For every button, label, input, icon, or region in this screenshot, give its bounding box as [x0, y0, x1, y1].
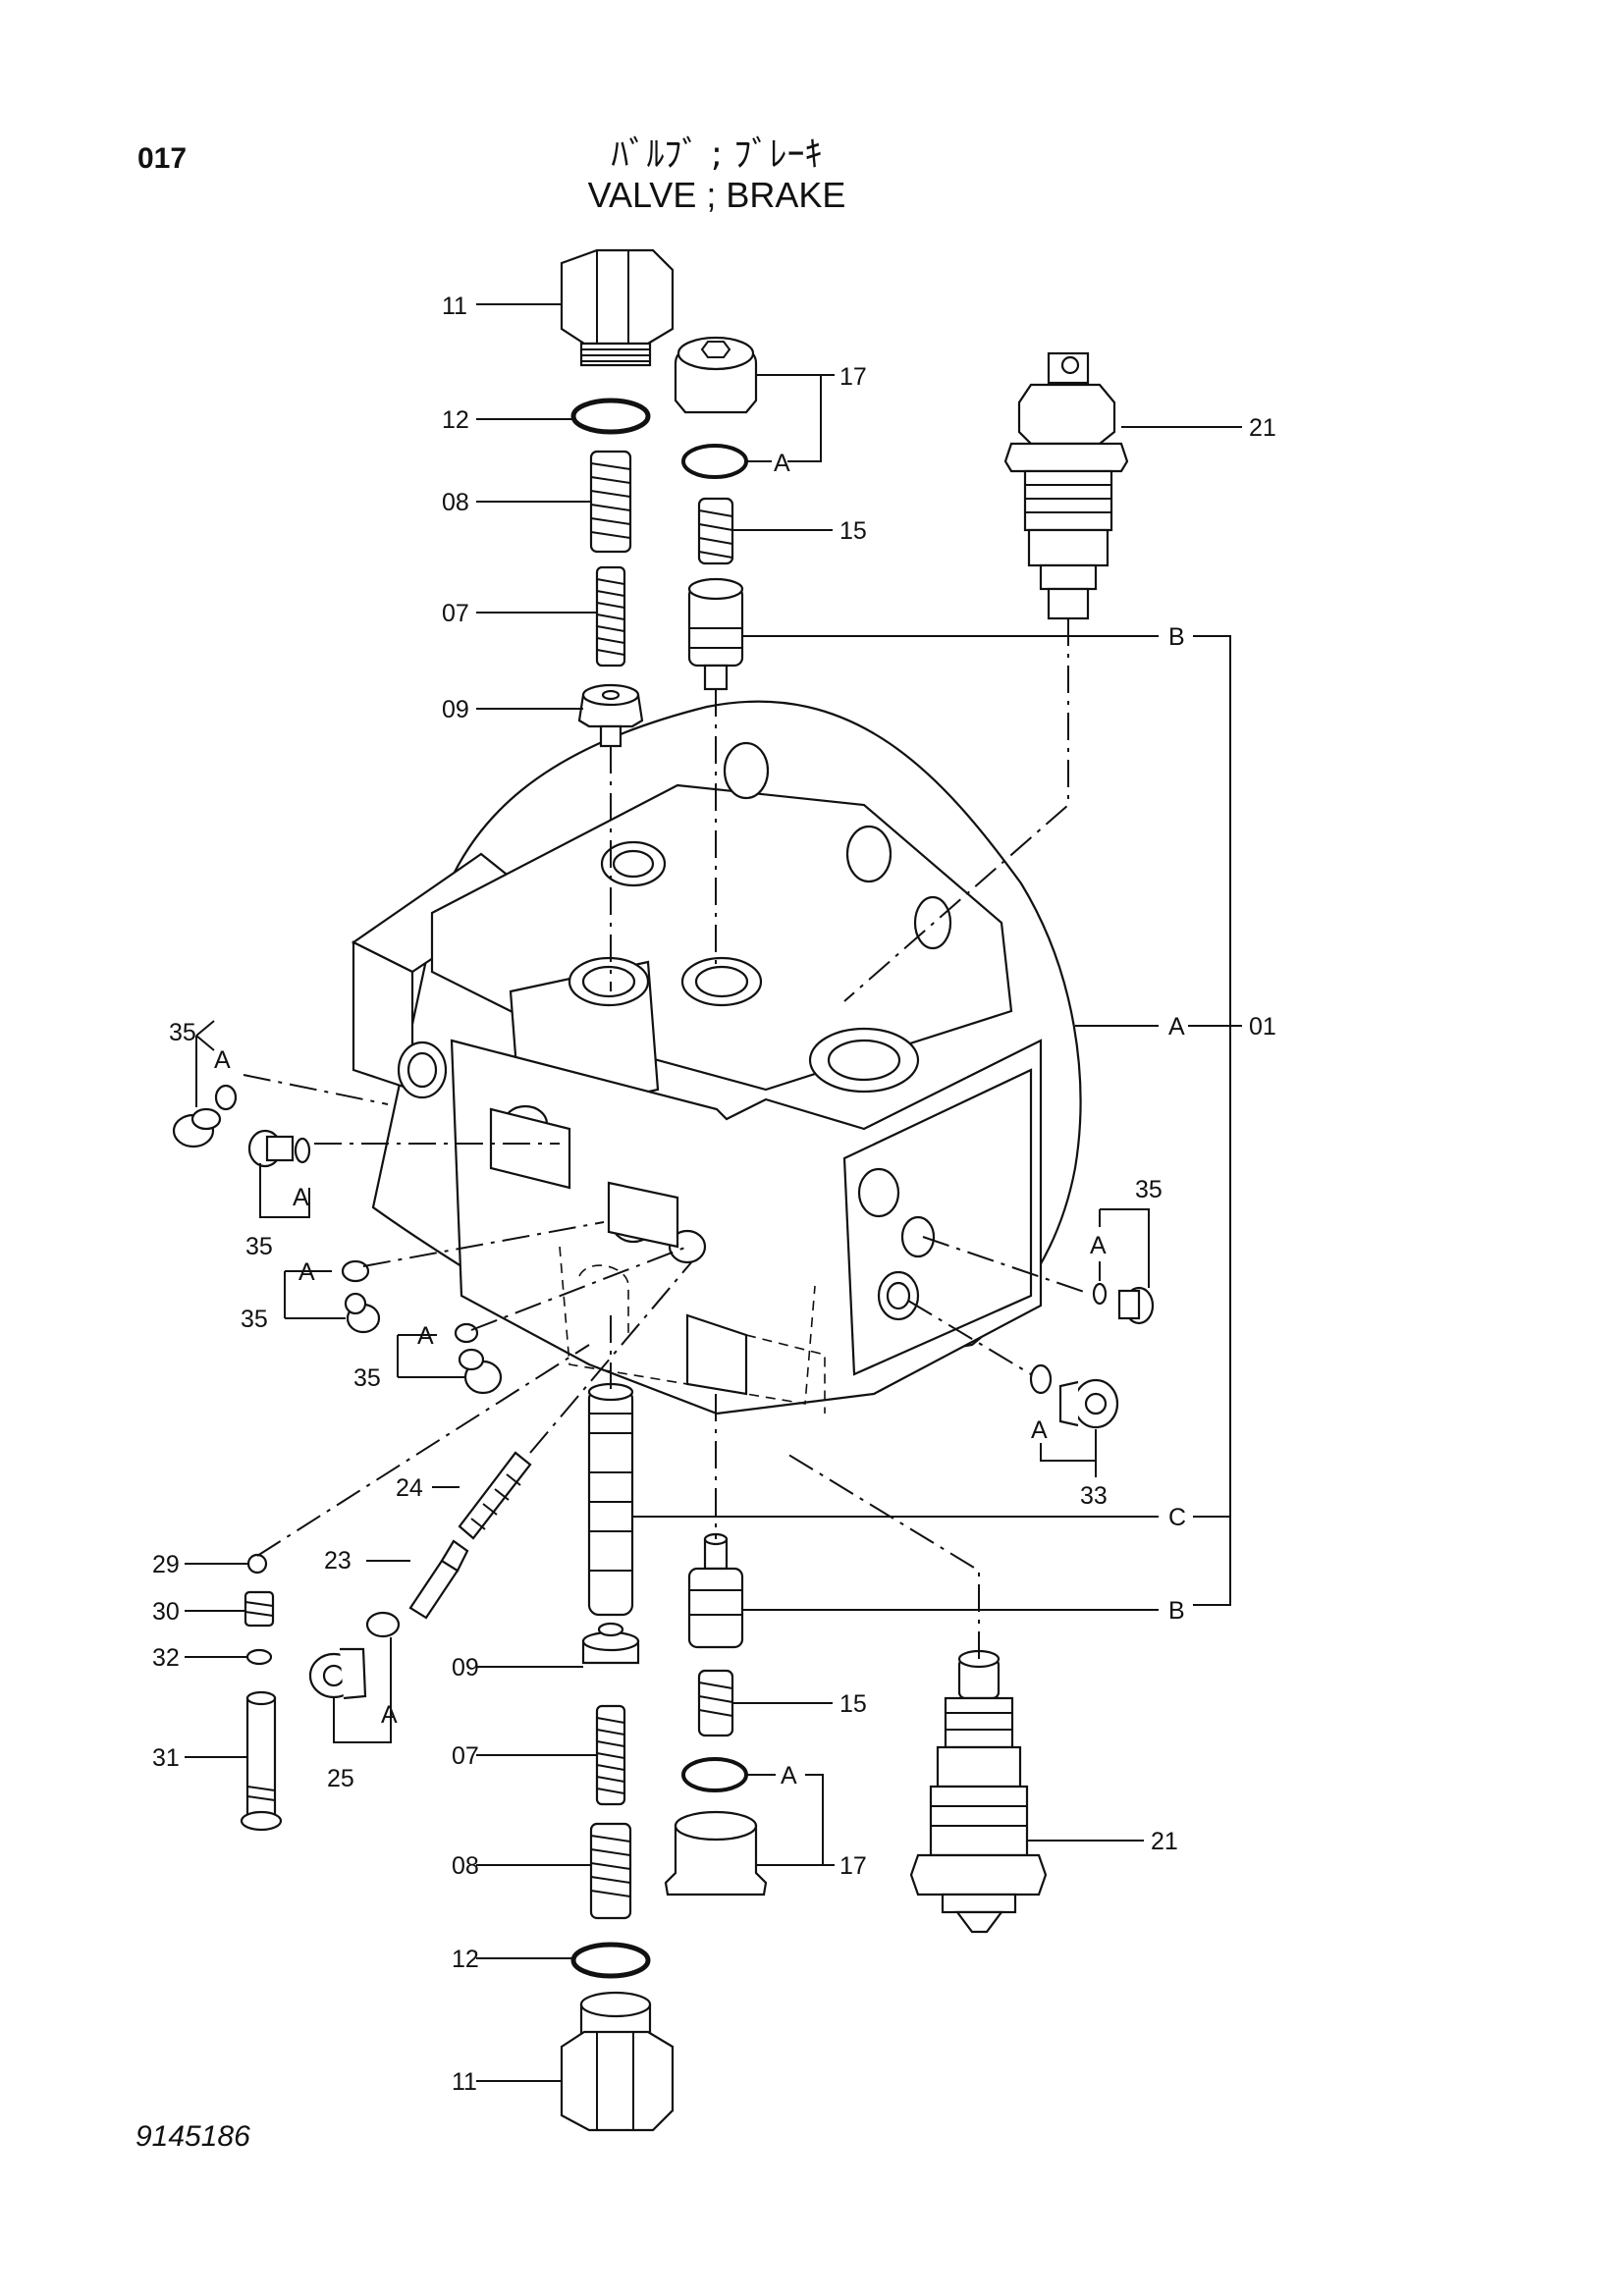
callout-33: 33 [1080, 1482, 1108, 1510]
callout-17-bottom-a: A [781, 1762, 797, 1789]
spring-08-bottom [589, 1822, 632, 1920]
callout-09-top: 09 [442, 696, 469, 723]
callout-25: 25 [327, 1765, 354, 1792]
spring-07-top [595, 565, 626, 667]
callout-a-right: A [1168, 1013, 1185, 1041]
centerline-left-6 [529, 1260, 693, 1454]
callout-11-bottom: 11 [452, 2068, 477, 2096]
callout-35-d-a: A [417, 1322, 434, 1350]
callout-07-top: 07 [442, 600, 469, 627]
centerline-left-4 [470, 1246, 688, 1331]
callout-35-c: 35 [241, 1306, 268, 1333]
o-ring-32 [245, 1648, 273, 1666]
plug-33 [1029, 1363, 1119, 1429]
callout-15-bottom: 15 [839, 1690, 867, 1718]
callout-35-a: 35 [169, 1019, 196, 1046]
callout-35-b-a: A [293, 1184, 309, 1211]
callout-labels: 11 12 08 07 09 17 A 15 21 B A 01 35 A A … [152, 293, 1276, 2096]
title-japanese: ﾊﾞﾙﾌﾞ ; ﾌﾞﾚｰｷ [611, 134, 823, 175]
pin-23 [408, 1539, 469, 1620]
title-english: VALVE ; BRAKE [587, 175, 846, 215]
callout-35-c-a: A [298, 1258, 315, 1286]
plug-17-top [674, 336, 758, 414]
spring-24 [458, 1451, 532, 1540]
centerline-left-3 [362, 1221, 605, 1267]
callout-21-top: 21 [1249, 414, 1276, 442]
callout-32: 32 [152, 1644, 180, 1672]
relief-valve-21-bottom [909, 1649, 1048, 1934]
poppet-top [687, 577, 744, 691]
o-ring-23 [365, 1611, 401, 1638]
callout-08-bottom: 08 [452, 1852, 479, 1880]
plug-35-b [247, 1129, 311, 1168]
drawing-number: 9145186 [135, 2120, 250, 2153]
spring-08-top [589, 450, 632, 554]
valve-housing [351, 700, 1082, 1415]
plug-25 [308, 1647, 367, 1700]
plug-11-top [560, 248, 675, 367]
callout-25-a: A [381, 1701, 398, 1729]
callout-b-top: B [1168, 623, 1185, 651]
centerline-right-2 [907, 1300, 1032, 1375]
spring-07-bottom [595, 1704, 626, 1806]
spring-15-bottom [697, 1669, 734, 1737]
callout-35-d: 35 [353, 1364, 381, 1392]
spool [587, 1382, 634, 1617]
callout-35-b: 35 [245, 1233, 273, 1260]
spring-15-top [697, 497, 734, 565]
leader-lines [185, 303, 1242, 2082]
o-ring-12-bottom [570, 1942, 651, 1979]
callout-23: 23 [324, 1547, 352, 1575]
ball-29 [246, 1553, 268, 1575]
callout-12-top: 12 [442, 406, 469, 434]
callout-31: 31 [152, 1744, 180, 1772]
callout-09-bottom: 09 [452, 1654, 479, 1682]
plug-17-bottom [664, 1810, 768, 1896]
plug-35-d [454, 1322, 503, 1395]
relief-valve-21-top [1003, 351, 1129, 620]
plug-11-bottom [560, 1991, 675, 2132]
callout-35-e-a: A [1090, 1232, 1107, 1259]
o-ring-17-bottom [681, 1757, 748, 1792]
centerline-left-5 [256, 1344, 590, 1557]
callout-07-bottom: 07 [452, 1742, 479, 1770]
callout-08-top: 08 [442, 489, 469, 516]
plug-35-e [1092, 1282, 1155, 1325]
orifice-30 [243, 1590, 275, 1628]
poppet-bottom [687, 1532, 744, 1649]
callout-b-bottom: B [1168, 1597, 1185, 1625]
callout-01: 01 [1249, 1013, 1276, 1041]
callout-33-a: A [1031, 1416, 1048, 1444]
page-number: 017 [137, 142, 188, 175]
o-ring-12-top [570, 398, 651, 435]
callout-21-bottom: 21 [1151, 1828, 1178, 1855]
centerline-21-top [843, 618, 1069, 1002]
callout-24: 24 [396, 1474, 423, 1502]
centerline-21-bot [784, 1452, 980, 1659]
callout-11-top: 11 [442, 293, 467, 320]
pin-31 [240, 1690, 283, 1832]
callout-35-a-a: A [214, 1046, 231, 1074]
centerline-right-1 [922, 1236, 1091, 1295]
centerline-left-1 [243, 1074, 389, 1105]
plug-35-c [341, 1259, 381, 1334]
seat-09-top [577, 683, 644, 748]
callout-17-top-a: A [774, 450, 790, 477]
callout-35-e: 35 [1135, 1176, 1163, 1203]
callout-29: 29 [152, 1551, 180, 1578]
callout-12-bottom: 12 [452, 1946, 479, 1973]
o-ring-17-top [681, 444, 748, 479]
plug-35-a [172, 1084, 238, 1148]
callout-15-top: 15 [839, 517, 867, 545]
seat-09-bottom [581, 1622, 640, 1665]
callout-30: 30 [152, 1598, 180, 1626]
callout-c: C [1168, 1504, 1186, 1531]
callout-17-bottom: 17 [839, 1852, 867, 1880]
callout-17-top: 17 [839, 363, 867, 391]
